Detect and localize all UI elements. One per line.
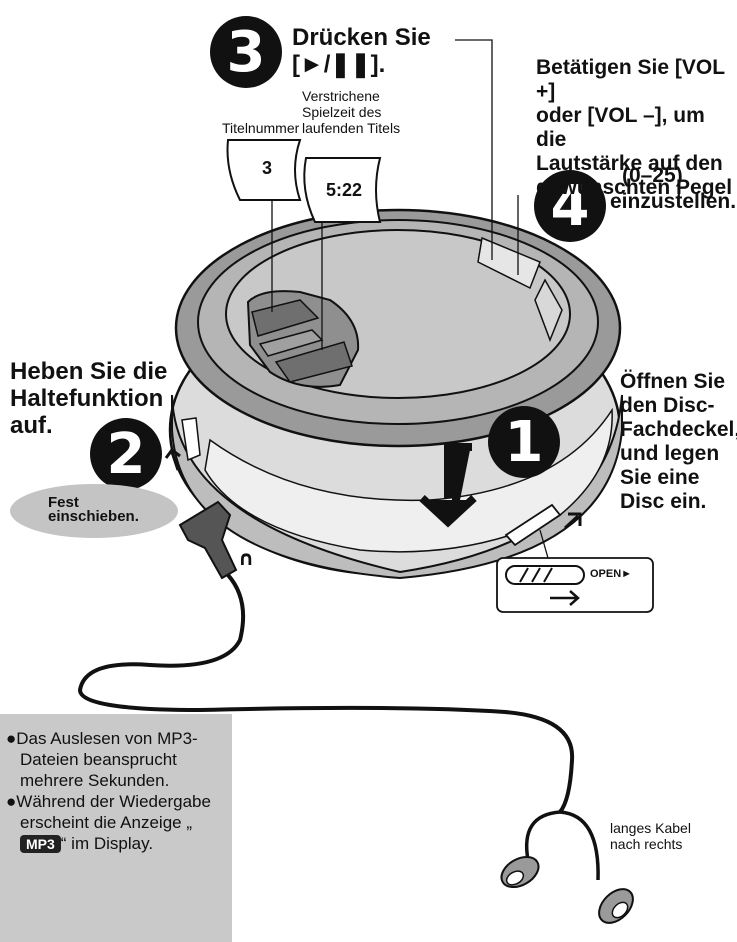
display-segment-3 [274, 341, 353, 383]
player-side-band [171, 394, 623, 580]
step-3-line-2: [►/❚❚]. [292, 51, 386, 78]
step-1-line-2: den Disc- [620, 394, 715, 417]
mp3-note-box: ●Das Auslesen von MP3-Dateien beanspruch… [0, 714, 232, 942]
step-1-instruction: Öffnen Sie den Disc- Fachdeckel, und leg… [620, 370, 737, 514]
headphone-cable [77, 573, 575, 814]
step-1-line-6: Disc ein. [620, 490, 707, 513]
mp3-badge: MP3 [20, 835, 61, 853]
step-2-line-3: auf. [10, 412, 53, 439]
hold-arrow [164, 447, 181, 471]
step-4-line-3: Lautstärke auf den [536, 152, 723, 175]
elapsed-line-1: Verstrichene [302, 88, 380, 104]
cable-line-1: langes Kabel [610, 820, 691, 836]
step-4-end: einzustellen. [610, 190, 737, 213]
step-2-instruction: Heben Sie die Haltefunktion auf. [10, 358, 167, 439]
step-4-line-1: Betätigen Sie [VOL +] [536, 56, 725, 103]
leader-step3 [455, 39, 493, 260]
step-2-badge: 2 [90, 418, 162, 490]
step-1-line-5: Sie eine [620, 466, 700, 489]
earbud-right-inner [611, 901, 629, 919]
cable-label: langes Kabel nach rechts [610, 820, 691, 852]
fest-line-2: einschieben. [48, 508, 139, 525]
cable-line-2: nach rechts [610, 836, 683, 852]
step-4-badge: 4 [534, 170, 606, 242]
display-segment-1 [251, 299, 320, 337]
note-item-2-end: “ im Display. [60, 834, 154, 853]
headphone-plug [178, 500, 238, 580]
track-number-label: Titelnummer [222, 120, 300, 136]
step-3-badge: 3 [210, 16, 282, 88]
latch-arrow [563, 512, 582, 530]
cable-split [525, 810, 600, 881]
inset-connector [539, 529, 549, 559]
earbud-left-inner [505, 870, 525, 886]
step-4-instruction: Betätigen Sie [VOL +] oder [VOL –], um d… [536, 56, 736, 200]
inset-arrow [550, 590, 580, 606]
note-item-2: ●Während der Wiedergabe erscheint die An… [6, 791, 226, 854]
step-4-line-4: gewünschten Pegel [536, 176, 733, 199]
open-latch [504, 503, 562, 547]
note-item-2-start: ●Während der Wiedergabe erscheint die An… [6, 792, 211, 832]
step-3-line-1: Drücken Sie [292, 24, 431, 51]
open-switch-hatch [519, 567, 553, 583]
time-value: 5:22 [326, 180, 363, 200]
player-front [204, 407, 613, 553]
elapsed-line-3: laufenden Titels [302, 120, 401, 136]
step-4-range: (0–25) [622, 164, 683, 187]
track-number-value: 3 [262, 158, 273, 178]
step-2-line-2: Haltefunktion [10, 385, 164, 412]
headphone-icon: ∩ [238, 546, 255, 570]
vol-buttons [477, 236, 541, 290]
fest-einschieben-bubble [10, 484, 178, 538]
fest-line-1: Fest [48, 494, 79, 511]
step-3-instruction: Drücken Sie [►/❚❚]. [292, 24, 431, 78]
note-item-1: ●Das Auslesen von MP3-Dateien beanspruch… [6, 729, 198, 790]
rim-button-1 [534, 278, 563, 343]
fest-einschieben-label: Fest einschieben. [48, 494, 139, 525]
open-label: OPEN► [590, 568, 633, 580]
step-1-line-4: und legen [620, 442, 720, 465]
open-arrow-outline [444, 443, 472, 498]
step-1-line-1: Öffnen Sie [620, 370, 726, 393]
open-arrow-head [419, 495, 477, 528]
step-4-line-2: oder [VOL –], um die [536, 104, 705, 151]
step-1-badge: 1 [488, 406, 560, 478]
step-1-line-3: Fachdeckel, [620, 418, 737, 441]
time-plate [303, 157, 382, 223]
hold-switch [181, 417, 201, 462]
elapsed-time-label: Verstrichene Spielzeit des laufenden Tit… [302, 88, 462, 136]
elapsed-line-2: Spielzeit des [302, 104, 382, 120]
step-2-line-1: Heben Sie die [10, 358, 168, 385]
track-number-plate [226, 139, 302, 201]
